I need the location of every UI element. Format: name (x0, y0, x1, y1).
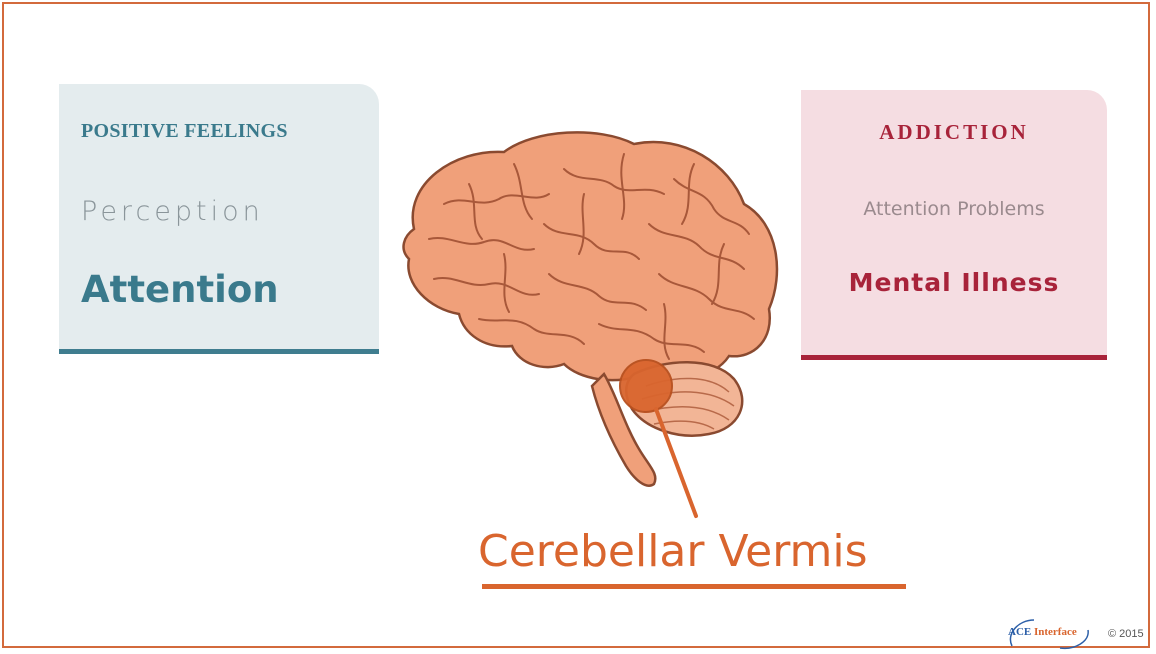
footer-brand: ACE Interface © 2015 (1004, 616, 1144, 652)
copyright-text: © 2015 (1108, 628, 1144, 640)
logo-wordmark: ACE Interface (1008, 626, 1077, 638)
logo-prefix: ACE (1008, 626, 1031, 638)
positive-effects-card: POSITIVE FEELINGS Perception Attention (59, 84, 379, 354)
perception-label: Perception (81, 196, 264, 227)
logo-name: Interface (1034, 626, 1077, 638)
attention-problems-label: Attention Problems (801, 198, 1107, 220)
cerebellar-vermis-underline (482, 584, 906, 589)
brain-illustration (384, 124, 804, 544)
positive-feelings-heading: POSITIVE FEELINGS (81, 120, 288, 143)
addiction-heading: ADDICTION (801, 120, 1107, 145)
attention-label: Attention (81, 268, 279, 311)
cerebellar-vermis-highlight (620, 360, 672, 412)
mental-illness-label: Mental Illness (801, 268, 1107, 297)
ace-interface-logo: ACE Interface (1004, 616, 1096, 652)
negative-effects-card: ADDICTION Attention Problems Mental Illn… (801, 90, 1107, 360)
cerebellar-vermis-label: Cerebellar Vermis (478, 526, 868, 577)
